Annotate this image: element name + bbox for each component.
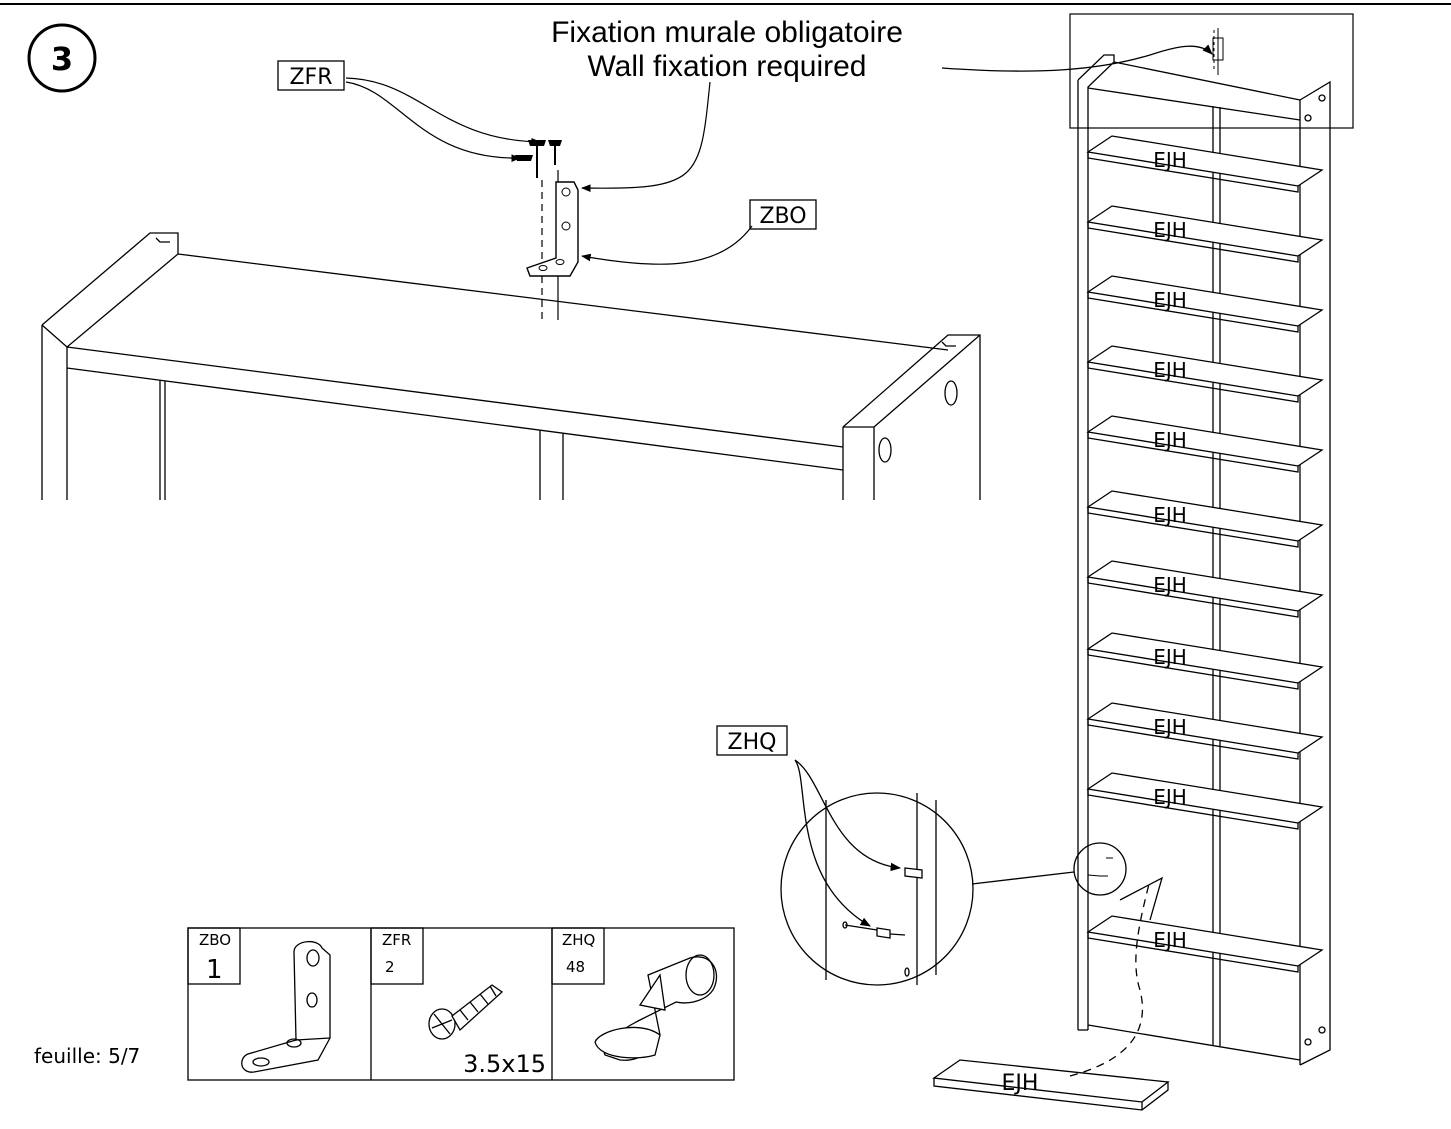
parts-table <box>187 927 735 1081</box>
shelf-label: EJH <box>1153 358 1187 382</box>
parts-table-text: ZBO 1 ZFR 2 3.5x15 ZHQ 48 <box>199 931 595 1078</box>
callout-zhq <box>716 725 902 927</box>
part-code-zhq: ZHQ <box>562 931 595 949</box>
wall-fixation-en: Wall fixation required <box>587 50 866 83</box>
wall-fixation-zoom-frame <box>1069 13 1354 129</box>
loose-shelf <box>932 876 1170 1111</box>
shelf-pin-icon <box>842 867 923 977</box>
part-qty-zhq: 48 <box>566 958 585 976</box>
screw-icon <box>528 140 546 178</box>
shelf-10: EJH <box>1086 772 1324 830</box>
part-code-zbo: ZBO <box>199 931 231 949</box>
part-qty-zbo: 1 <box>206 955 223 985</box>
shelf-8: EJH <box>1086 632 1324 690</box>
part-qty-zfr: 2 <box>385 958 395 976</box>
sheet-number: feuille: 5/7 <box>34 1044 140 1068</box>
shelf-label: EJH <box>1153 148 1187 172</box>
shelf-pin-icon <box>594 954 718 1061</box>
shelf-label: EJH <box>1153 645 1187 669</box>
callout-zbo: ZBO <box>581 81 817 265</box>
screw-icon <box>548 140 562 165</box>
angle-bracket-icon <box>241 941 331 1073</box>
callout-zhq-label: ZHQ <box>728 730 777 755</box>
shelf-label: EJH <box>1153 715 1187 739</box>
shelf-3: EJH <box>1086 275 1324 333</box>
shelf-2: EJH <box>1086 205 1324 263</box>
step-indicator: 3 <box>27 23 97 93</box>
svg-text:ZFR: ZFR <box>289 65 332 90</box>
shelf-label: EJH <box>1153 288 1187 312</box>
shelf-7: EJH <box>1086 560 1324 618</box>
shelf-11: EJH <box>1086 915 1324 973</box>
part-code-zfr: ZFR <box>382 931 411 949</box>
shelf-1: EJH <box>1086 135 1324 193</box>
bracket-screw-detail <box>515 140 579 320</box>
shelf-9: EJH <box>1086 702 1324 760</box>
shelves-layer: EJH EJH EJH EJH EJH EJH EJH EJH EJH EJH EJH <box>1086 135 1324 973</box>
shelf-5: EJH <box>1086 415 1324 473</box>
part-size-zfr: 3.5x15 <box>463 1050 546 1078</box>
screw-icon <box>428 984 504 1040</box>
loose-shelf-label: EJH <box>1002 1071 1039 1096</box>
shelf-label: EJH <box>1153 928 1187 952</box>
shelf-label: EJH <box>1153 785 1187 809</box>
wall-bracket-mini <box>1212 28 1224 75</box>
shelf-label: EJH <box>1153 428 1187 452</box>
cabinet-top-closeup <box>41 232 981 500</box>
angle-bracket-icon <box>526 181 579 277</box>
wall-fixation-fr: Fixation murale obligatoire <box>551 16 903 49</box>
svg-text:ZBO: ZBO <box>759 204 806 229</box>
shelf-6: EJH <box>1086 490 1324 548</box>
tall-shelf-unit <box>1069 13 1354 1066</box>
shelf-label: EJH <box>1153 573 1187 597</box>
shelf-label: EJH <box>1153 218 1187 242</box>
shelf-4: EJH <box>1086 345 1324 403</box>
shelf-pin-zoom <box>716 725 1127 986</box>
shelf-label: EJH <box>1153 503 1187 527</box>
wall-fixation-note: Fixation murale obligatoire Wall fixatio… <box>551 16 1213 83</box>
callout-zfr: ZFR <box>277 60 541 163</box>
shelf-pin-mini <box>1087 857 1113 877</box>
step-number: 3 <box>51 40 73 78</box>
